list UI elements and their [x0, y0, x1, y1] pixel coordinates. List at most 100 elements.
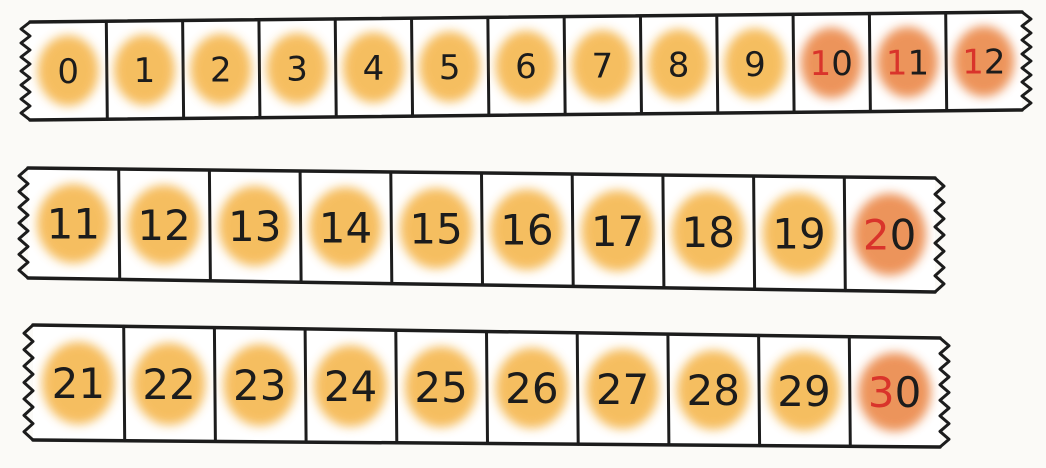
number-cell: 10 [801, 28, 862, 99]
strip-2: 11 12 13 14 15 16 17 18 19 20 [19, 168, 944, 292]
number-cell: 28 [677, 350, 750, 430]
number-cell: 20 [853, 193, 926, 275]
cell-number: 28 [687, 366, 740, 415]
cell-divider [717, 15, 718, 113]
cell-number: 2 [210, 50, 232, 90]
number-cell: 2 [190, 34, 251, 105]
cell-number: 16 [500, 206, 553, 255]
number-cell: 30 [858, 353, 931, 432]
cell-number: 30 [868, 368, 921, 417]
cell-divider [869, 14, 870, 112]
cell-number: 7 [591, 46, 613, 86]
cell-number: 1 [134, 51, 156, 91]
number-cell: 14 [309, 187, 382, 267]
cell-divider [396, 330, 397, 443]
cell-number: 11 [47, 200, 100, 249]
number-cell: 21 [42, 342, 115, 425]
cell-number: 22 [142, 360, 195, 409]
number-cell: 13 [218, 186, 291, 266]
cell-number: 26 [505, 364, 558, 413]
torn-edge-right [1022, 12, 1031, 110]
number-cell: 9 [724, 28, 785, 99]
cell-divider [335, 19, 336, 117]
cell-divider [577, 333, 578, 444]
cell-divider [754, 176, 755, 289]
cell-divider [300, 171, 301, 282]
cell-divider [946, 13, 947, 111]
number-cell: 27 [586, 349, 659, 429]
cell-divider [209, 170, 210, 281]
cell-divider [391, 172, 392, 284]
number-cell: 25 [405, 347, 478, 428]
cell-divider [572, 174, 573, 286]
cell-divider [759, 335, 760, 445]
torn-edge-right [940, 338, 949, 447]
number-cell: 6 [495, 31, 556, 102]
cell-divider [119, 169, 120, 279]
cell-divider [106, 21, 107, 119]
number-cell: 22 [133, 343, 206, 425]
cell-number: 24 [324, 362, 377, 411]
number-cell: 19 [763, 192, 836, 274]
cell-number: 18 [682, 208, 735, 257]
number-cell: 4 [343, 32, 404, 103]
cell-number: 0 [57, 52, 79, 92]
cell-number: 12 [137, 201, 190, 250]
number-cell: 3 [267, 33, 328, 104]
strip-3: 21 22 23 24 25 26 27 28 29 30 [24, 325, 949, 447]
number-cell: 8 [648, 29, 709, 100]
cell-number: 3 [286, 50, 308, 90]
cell-divider [305, 329, 306, 442]
cell-divider [663, 175, 664, 288]
cell-divider [640, 16, 641, 114]
number-cell: 7 [572, 30, 633, 101]
cell-number: 20 [863, 211, 916, 260]
cell-divider [412, 18, 413, 116]
cell-number: 27 [596, 365, 649, 414]
number-cell: 29 [768, 351, 841, 430]
torn-edge-left [19, 168, 28, 278]
number-cell: 11 [37, 184, 110, 263]
cell-divider [488, 17, 489, 115]
number-cell: 17 [581, 190, 654, 271]
cell-divider [844, 177, 845, 291]
cell-divider [259, 20, 260, 118]
cell-divider [668, 334, 669, 445]
cell-divider [214, 328, 215, 442]
number-cell: 16 [491, 189, 564, 270]
cell-number: 19 [772, 209, 825, 258]
cell-number: 25 [414, 363, 467, 412]
number-cell: 5 [419, 31, 480, 102]
cell-number: 5 [439, 48, 461, 88]
cell-divider [849, 337, 850, 447]
number-cell: 26 [496, 348, 569, 428]
number-cell: 1 [114, 35, 175, 106]
number-cell: 0 [38, 35, 99, 106]
number-cell: 12 [953, 26, 1014, 97]
cell-number: 15 [409, 205, 462, 254]
torn-edge-left [24, 325, 33, 440]
cell-number: 8 [668, 46, 690, 86]
torn-edge-left [21, 22, 30, 120]
cell-number: 17 [591, 207, 644, 256]
cell-number: 13 [228, 202, 281, 251]
cell-divider [124, 326, 125, 440]
cell-divider [487, 332, 488, 444]
cell-number: 29 [777, 367, 830, 416]
number-cell: 15 [400, 188, 473, 268]
cell-number: 11 [886, 43, 929, 83]
cell-number: 21 [52, 359, 105, 408]
cell-number: 12 [962, 43, 1005, 83]
number-cell: 24 [314, 345, 387, 426]
cell-number: 23 [233, 361, 286, 410]
number-cell: 18 [672, 191, 745, 272]
number-cell: 11 [877, 27, 938, 98]
cell-divider [183, 20, 184, 118]
cell-number: 10 [810, 44, 853, 84]
cell-number: 6 [515, 47, 537, 87]
cell-divider [564, 17, 565, 115]
cell-number: 4 [363, 49, 385, 89]
number-cell: 12 [128, 185, 201, 265]
